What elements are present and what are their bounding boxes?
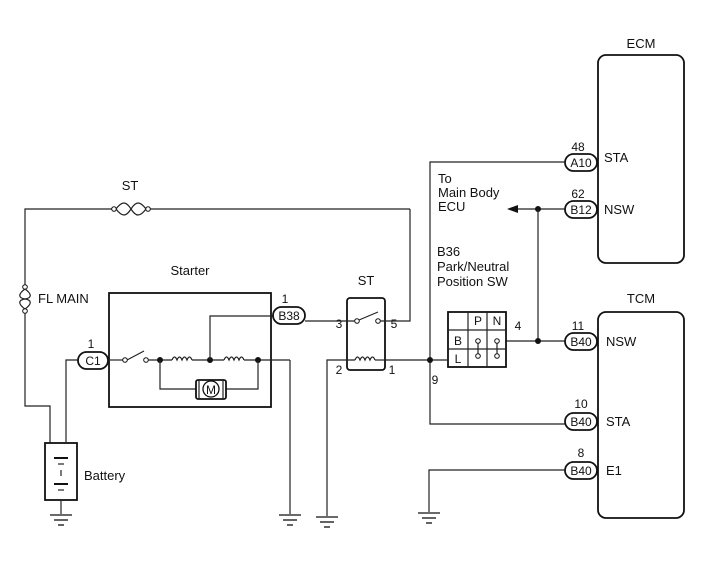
ecm-nsw-signal: NSW — [604, 202, 635, 217]
park-neutral-label: Park/Neutral — [437, 259, 509, 274]
starter-internal — [108, 315, 290, 400]
wire-relay-5-to-fuse — [380, 209, 411, 322]
connector-b40-sta — [564, 412, 598, 431]
to-label: To — [438, 171, 452, 186]
pin-48: 48 — [571, 140, 585, 154]
fl-main-label: FL MAIN — [38, 291, 89, 306]
b36-label: B36 — [437, 244, 460, 259]
park-neutral-switch — [447, 311, 507, 368]
position-sw-label: Position SW — [437, 274, 509, 289]
main-body-label: Main Body — [438, 185, 500, 200]
starter-label: Starter — [170, 263, 210, 278]
st-relay-label: ST — [358, 273, 375, 288]
junction-nsw — [535, 338, 541, 344]
pin-8: 8 — [578, 446, 585, 460]
ecu-label: ECU — [438, 199, 465, 214]
connector-b40-sta-label: B40 — [570, 415, 592, 429]
pin-c1-1: 1 — [88, 337, 95, 351]
ground-symbol-relay — [316, 516, 338, 528]
ground-symbol-e1 — [418, 512, 440, 524]
st-relay — [346, 297, 386, 371]
wire-relay-2-ground — [326, 359, 355, 516]
connector-b38-label: B38 — [278, 309, 300, 323]
ecm-box — [597, 54, 685, 264]
tcm-label: TCM — [627, 291, 655, 306]
pin-2: 2 — [336, 363, 343, 377]
connector-b38 — [272, 306, 306, 325]
arrow-to-main-body — [507, 205, 518, 213]
st-fuse-label: ST — [122, 178, 139, 193]
tcm-nsw-signal: NSW — [606, 334, 637, 349]
pin-9: 9 — [432, 373, 439, 387]
pin-10: 10 — [574, 397, 588, 411]
pin-4: 4 — [515, 319, 522, 333]
connector-b40-e1-label: B40 — [570, 464, 592, 478]
wire-top-fuse-line — [24, 208, 112, 285]
switch-col-n: N — [493, 314, 502, 328]
starter-box — [108, 292, 272, 408]
connector-b12-label: B12 — [570, 203, 592, 217]
ecm-label: ECM — [627, 36, 656, 51]
wire-e1-ground — [428, 469, 565, 512]
pin-62: 62 — [571, 187, 585, 201]
pin-3: 3 — [336, 317, 343, 331]
pin-11: 11 — [572, 319, 585, 333]
connector-c1-label: C1 — [85, 354, 101, 368]
switch-col-p: P — [474, 314, 482, 328]
tcm-box — [597, 311, 685, 519]
motor-label: M — [206, 383, 216, 397]
connector-a10-label: A10 — [570, 156, 592, 170]
switch-row-l: L — [455, 352, 462, 366]
wire-fl-main-to-battery — [24, 313, 51, 446]
fl-main-fuse-icon — [19, 284, 31, 314]
ground-symbol-starter — [279, 514, 301, 526]
pin-b38-1: 1 — [282, 292, 289, 306]
ground-symbol-battery — [50, 514, 72, 526]
pin-5: 5 — [391, 317, 398, 331]
st-fuse-icon — [111, 202, 151, 216]
connector-b40-nsw-label: B40 — [570, 335, 592, 349]
junction-9 — [427, 357, 433, 363]
tcm-e1-signal: E1 — [606, 463, 622, 478]
battery-label: Battery — [84, 468, 126, 483]
battery-icon — [44, 442, 78, 501]
tcm-sta-signal: STA — [606, 414, 631, 429]
pin-1-relay: 1 — [389, 363, 396, 377]
switch-row-b: B — [454, 334, 462, 348]
wire-battery-to-c1 — [65, 359, 78, 443]
wire-a10-sta — [429, 161, 565, 425]
ecm-sta-signal: STA — [604, 150, 629, 165]
